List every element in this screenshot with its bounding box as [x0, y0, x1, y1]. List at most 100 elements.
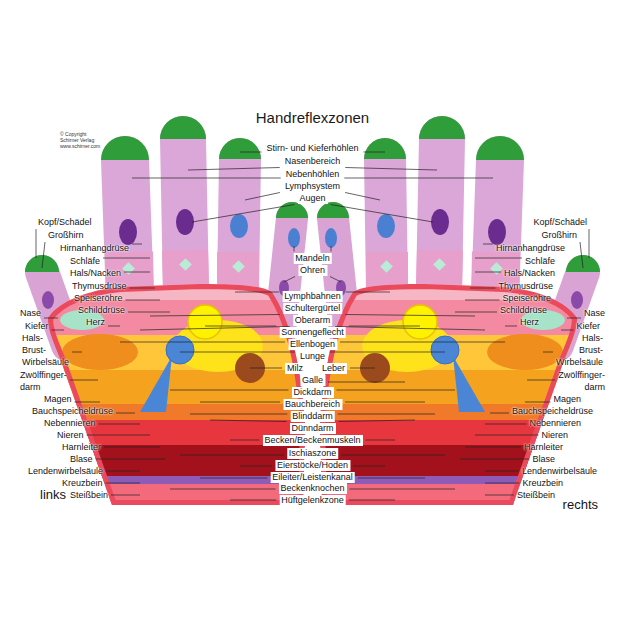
leader-line — [75, 402, 100, 403]
leader-line — [345, 402, 425, 403]
zone-label: Hals/Nacken — [70, 267, 121, 279]
leader-line — [170, 489, 275, 490]
hand-side-label: rechts — [563, 497, 598, 513]
zone-label: Dünndarm — [289, 423, 335, 434]
zone-label: Lunge — [298, 351, 327, 362]
zone-label: Thymusdrüse — [72, 280, 127, 292]
leader-line — [330, 277, 341, 283]
leader-line — [485, 471, 519, 472]
zone-label: Magen — [44, 393, 72, 405]
leader-line — [455, 312, 497, 313]
zone-label: Milz — [285, 363, 305, 374]
hand-side-label: links — [40, 487, 66, 503]
leader-line — [589, 229, 590, 258]
copyright-note: © Copyright Schirner Verlag www.schirner… — [60, 131, 106, 149]
leader-line — [230, 500, 276, 501]
leader-line — [106, 483, 140, 484]
zone-label: Hals- Brust- Wirbelsäule — [556, 332, 603, 368]
leader-line — [180, 352, 295, 353]
zone-label: Steißbein — [70, 489, 108, 501]
zone-label: Augen — [297, 193, 327, 204]
leader-line — [87, 435, 150, 436]
leader-line — [130, 288, 155, 289]
zone-label: Lendenwirbelsäule — [522, 465, 597, 477]
leader-line — [330, 352, 445, 353]
leader-line — [240, 152, 261, 153]
zone-label: Nase — [584, 307, 605, 319]
zone-label: Blase — [70, 453, 93, 465]
leader-line — [104, 447, 160, 448]
leader-line — [470, 288, 495, 289]
leader-line — [490, 413, 509, 414]
leader-line — [235, 292, 279, 293]
leader-line — [465, 447, 521, 448]
leader-line — [525, 402, 550, 403]
zone-label: Hirnanhangdrüse — [60, 242, 129, 254]
leader-line — [36, 229, 37, 258]
leader-line — [345, 315, 475, 317]
leader-line — [170, 390, 288, 391]
leader-line — [132, 178, 281, 179]
leader-line — [128, 312, 170, 313]
leader-line — [200, 478, 267, 479]
leader-line — [205, 326, 276, 327]
zone-label: Schultergürtel — [283, 303, 343, 314]
leader-line — [284, 277, 295, 283]
zone-label: Kopf/Schädel — [533, 216, 587, 228]
leader-line — [346, 292, 390, 293]
leader-line — [350, 489, 455, 490]
zone-label: Schilddrüse — [78, 304, 125, 316]
zone-label: Lymphsystem — [283, 181, 342, 192]
leader-line — [106, 471, 140, 472]
leader-line — [116, 413, 135, 414]
zone-label: Leber — [320, 363, 347, 374]
leader-line — [364, 152, 385, 153]
leader-line — [465, 300, 499, 301]
zone-label: Lymphbahnen — [282, 291, 343, 302]
zone-label: Bauchspeicheldrüse — [512, 405, 593, 417]
leader-line — [99, 424, 140, 425]
zone-label: Oberarm — [293, 315, 333, 326]
leader-line — [338, 414, 435, 415]
zone-label: Kiefer — [25, 320, 49, 332]
zone-label: Hals- Brust- Wirbelsäule — [22, 332, 69, 368]
zone-label: Eierstöcke/Hoden — [275, 460, 350, 471]
leader-line — [543, 352, 553, 353]
leader-line — [505, 326, 517, 327]
zone-label: Nieren — [57, 429, 84, 441]
zone-label: Nebenhöhlen — [284, 169, 342, 180]
leader-line — [353, 466, 385, 467]
zone-label: Bauchspeicheldrüse — [32, 405, 113, 417]
zone-label: Magen — [553, 393, 581, 405]
leader-line — [460, 459, 529, 460]
leader-line — [485, 483, 519, 484]
leader-line — [230, 440, 259, 441]
zone-label: Großhirn — [541, 229, 577, 241]
zone-label: Herz — [86, 316, 105, 328]
leader-line — [561, 330, 573, 331]
zone-label: Herz — [520, 316, 539, 328]
zone-label: Nasenbereich — [283, 156, 343, 167]
zone-label: Dickdarm — [291, 387, 333, 398]
leader-line — [108, 326, 120, 327]
leader-line — [124, 272, 150, 273]
zone-label: Blinddarm — [290, 411, 335, 422]
leader-line — [140, 327, 290, 331]
left-hand — [0, 116, 320, 520]
zone-label: Harnleiter — [524, 441, 563, 453]
leader-line — [475, 258, 522, 259]
leader-line — [44, 318, 58, 319]
zone-label: Nase — [20, 307, 41, 319]
zone-label: Schläfe — [525, 255, 555, 267]
chart-title: Handreflexzonen — [256, 109, 369, 127]
leader-line — [339, 420, 415, 422]
zone-label: Ellenbogen — [288, 339, 337, 350]
leader-line — [475, 272, 501, 273]
leader-line — [180, 455, 284, 456]
leader-line — [111, 495, 140, 496]
leader-line — [70, 380, 98, 381]
leader-line — [192, 205, 294, 223]
leader-line — [485, 424, 526, 425]
leader-line — [485, 495, 514, 496]
